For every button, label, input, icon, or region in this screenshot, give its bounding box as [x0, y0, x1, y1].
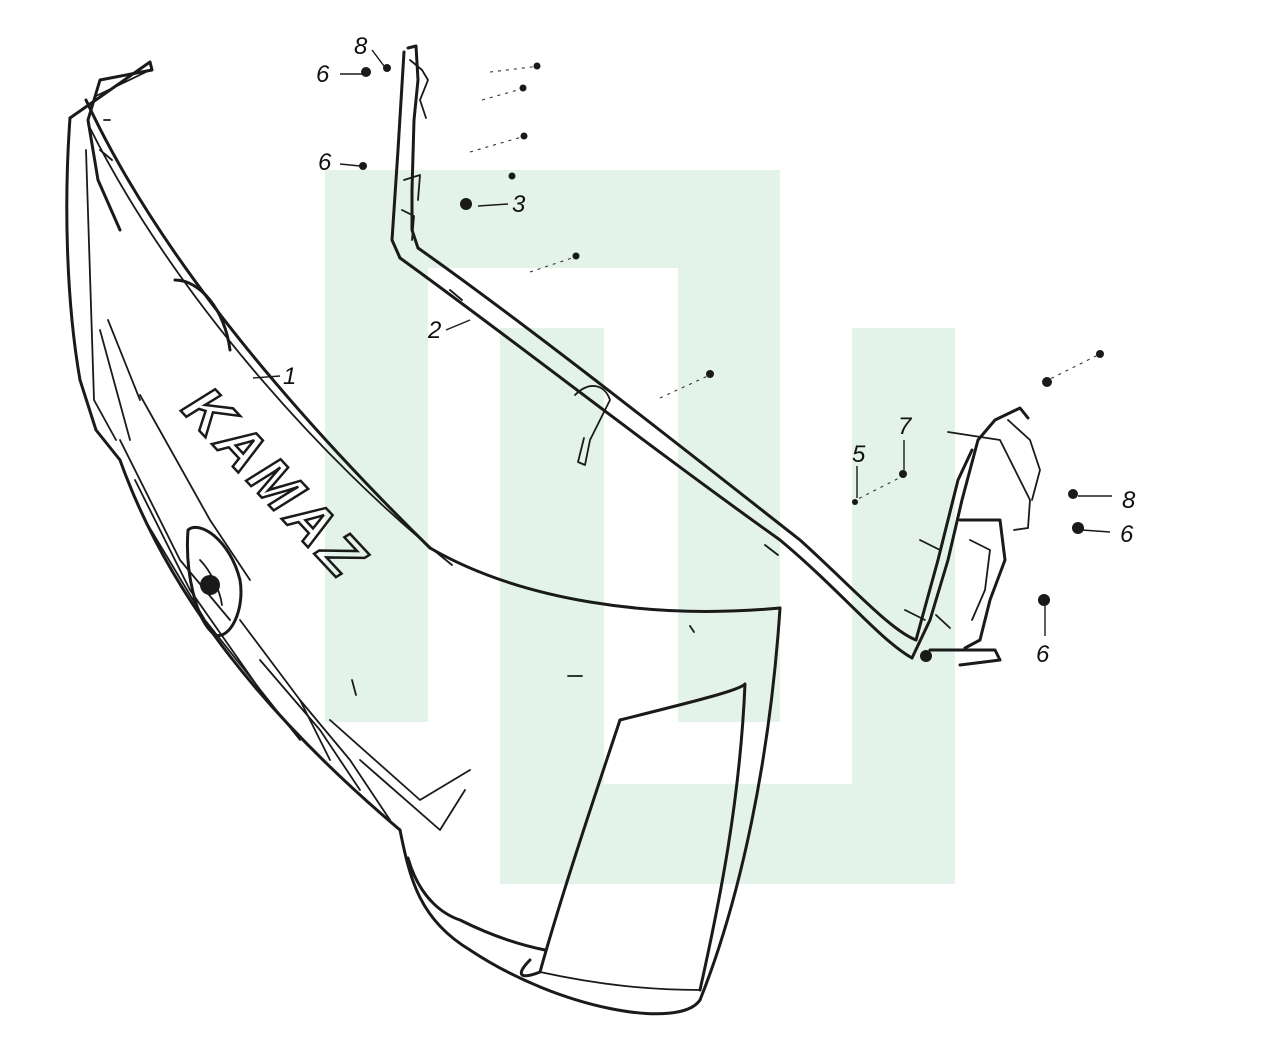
bracket-bolt-icon — [920, 650, 932, 662]
callout-1: 1 — [283, 363, 296, 390]
clip-icon — [359, 162, 367, 170]
callout-2: 2 — [427, 317, 441, 344]
bolt-icon — [899, 470, 907, 478]
bolt-icon — [1096, 350, 1104, 358]
callout-7: 7 — [898, 413, 913, 440]
callout-6-bottom: 6 — [1036, 641, 1050, 668]
bolt-icon — [519, 84, 527, 92]
bolt-icon — [706, 370, 714, 378]
watermark-left-frame — [325, 170, 780, 722]
callout-6-right: 6 — [1120, 521, 1134, 548]
callout-5: 5 — [852, 441, 866, 468]
clip-icon — [383, 64, 391, 72]
nut-icon — [1042, 377, 1052, 387]
callout-6-top: 6 — [316, 61, 330, 88]
emblem-icon — [200, 575, 220, 595]
callout-3: 3 — [512, 191, 526, 218]
clip-icon — [460, 198, 472, 210]
front-panel-part-1 — [65, 60, 782, 1016]
callout-6-mid: 6 — [318, 149, 332, 176]
clip-icon — [1038, 594, 1050, 606]
fasteners — [359, 62, 1104, 606]
bolt-icon — [572, 252, 580, 260]
clip-icon — [1072, 522, 1084, 534]
callout-leaders — [252, 49, 1112, 636]
bolt-icon — [508, 172, 516, 180]
watermark — [325, 170, 955, 884]
callout-8-right: 8 — [1122, 487, 1136, 514]
mounting-frame-part-2 — [390, 44, 1041, 667]
callout-8-top: 8 — [354, 33, 368, 60]
watermark-right-frame — [500, 328, 955, 884]
clip-icon — [1068, 489, 1078, 499]
bolt-icon — [533, 62, 541, 70]
callouts: 1 2 3 5 6 6 6 6 7 8 8 — [283, 33, 1136, 668]
washer-icon — [852, 499, 858, 505]
clip-icon — [361, 67, 371, 77]
bolt-icon — [520, 132, 528, 140]
